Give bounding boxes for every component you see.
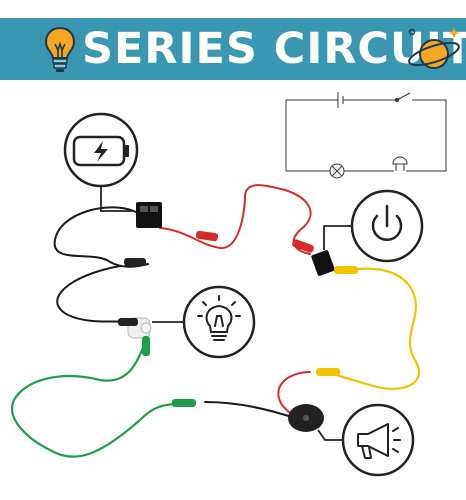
black-clip-1 bbox=[124, 258, 146, 266]
battery-icon bbox=[72, 135, 129, 167]
power-icon bbox=[371, 204, 403, 242]
green-clip-1 bbox=[142, 336, 150, 356]
red-wire-battery-switch bbox=[159, 184, 312, 255]
battery-callout-line bbox=[100, 187, 134, 212]
green-clip-2 bbox=[172, 399, 196, 407]
buzzer-callout bbox=[341, 403, 415, 477]
switch-callout bbox=[350, 189, 424, 263]
buzzer-callout-line bbox=[317, 429, 343, 441]
banner-title: SERIES CIRCUIT bbox=[82, 24, 466, 74]
yellow-wire-switch-buzzer bbox=[318, 267, 421, 390]
battery-holder bbox=[136, 202, 162, 228]
switch-callout-line bbox=[323, 225, 352, 250]
red-clip-2 bbox=[292, 239, 314, 253]
lightbulb-icon bbox=[44, 26, 76, 72]
buzzer-component bbox=[288, 404, 324, 432]
green-wire-lamp bbox=[11, 338, 177, 458]
switch-lever bbox=[396, 92, 411, 101]
circuit-schematic bbox=[285, 92, 447, 179]
black-wire-battery bbox=[53, 206, 149, 268]
megaphone-icon bbox=[357, 423, 401, 459]
black-wire-buzzer bbox=[204, 401, 296, 419]
yellow-clip-2 bbox=[316, 368, 340, 376]
yellow-clip-1 bbox=[334, 266, 358, 274]
buzzer-symbol bbox=[392, 156, 408, 171]
title-banner: SERIES CIRCUIT bbox=[0, 18, 466, 80]
battery-callout bbox=[63, 112, 139, 188]
red-clip-1 bbox=[195, 230, 219, 242]
black-wire-lamp bbox=[56, 265, 129, 323]
switch-component bbox=[311, 250, 335, 276]
planet-icon bbox=[408, 28, 460, 69]
lamp-callout bbox=[182, 285, 256, 359]
lamp-symbol bbox=[329, 163, 345, 179]
alligator-clips bbox=[118, 230, 358, 407]
lightbulb-icon bbox=[197, 295, 241, 341]
black-clip-2 bbox=[118, 318, 138, 326]
